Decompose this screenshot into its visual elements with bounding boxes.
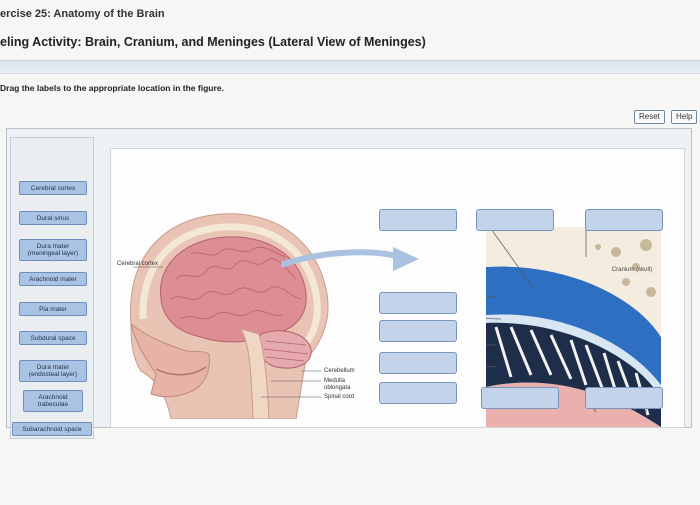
figure-label-cerebral-cortex: Cerebral cortex	[117, 261, 159, 267]
brain-illustration	[130, 213, 329, 419]
label-tile-subarachnoid-space[interactable]: Subarachnoid space	[12, 422, 92, 436]
figure-panel: Cerebral cortex Cerebellum Medulla oblon…	[110, 148, 685, 428]
drop-target-2[interactable]	[476, 209, 554, 231]
figure-label-cranium: Cranium (skull)	[611, 267, 653, 273]
drop-target-8[interactable]	[481, 387, 559, 409]
drop-target-1[interactable]	[379, 209, 457, 231]
label-tile-cerebral-cortex[interactable]: Cerebral cortex	[19, 181, 87, 195]
instruction-text: Drag the labels to the appropriate locat…	[0, 83, 224, 93]
label-tile-dura-mater-endosteal[interactable]: Dura mater (endosteal layer)	[19, 360, 87, 382]
magnify-arrow	[281, 247, 419, 271]
label-tile-arachnoid-mater[interactable]: Arachnoid mater	[19, 272, 87, 286]
label-tile-dura-mater-meningeal[interactable]: Dura mater (meningeal layer)	[19, 239, 87, 261]
label-tile-arachnoid-trabeculae[interactable]: Arachnoid trabeculae	[23, 390, 83, 412]
drop-target-9[interactable]	[585, 387, 663, 409]
figure-label-spinal-cord: Spinal cord	[324, 394, 355, 400]
drop-target-5[interactable]	[379, 320, 457, 342]
label-tile-pia-mater[interactable]: Pia mater	[19, 302, 87, 316]
drop-target-3[interactable]	[585, 209, 663, 231]
drop-target-7[interactable]	[379, 382, 457, 404]
activity-title: eling Activity: Brain, Cranium, and Meni…	[0, 35, 426, 49]
drop-target-4[interactable]	[379, 292, 457, 314]
reset-button[interactable]: Reset	[634, 110, 665, 124]
exercise-title: ercise 25: Anatomy of the Brain	[0, 8, 165, 20]
help-button[interactable]: Help	[671, 110, 698, 124]
label-tile-subdural-space[interactable]: Subdural space	[19, 331, 87, 345]
figure-label-cerebellum: Cerebellum	[324, 368, 355, 374]
header-divider	[0, 60, 700, 74]
label-tile-dural-sinus[interactable]: Dural sinus	[19, 211, 87, 225]
drop-target-6[interactable]	[379, 352, 457, 374]
label-bank: Cerebral cortex Dural sinus Dura mater (…	[10, 137, 94, 439]
figure-label-medulla: Medulla oblongata	[324, 378, 351, 391]
